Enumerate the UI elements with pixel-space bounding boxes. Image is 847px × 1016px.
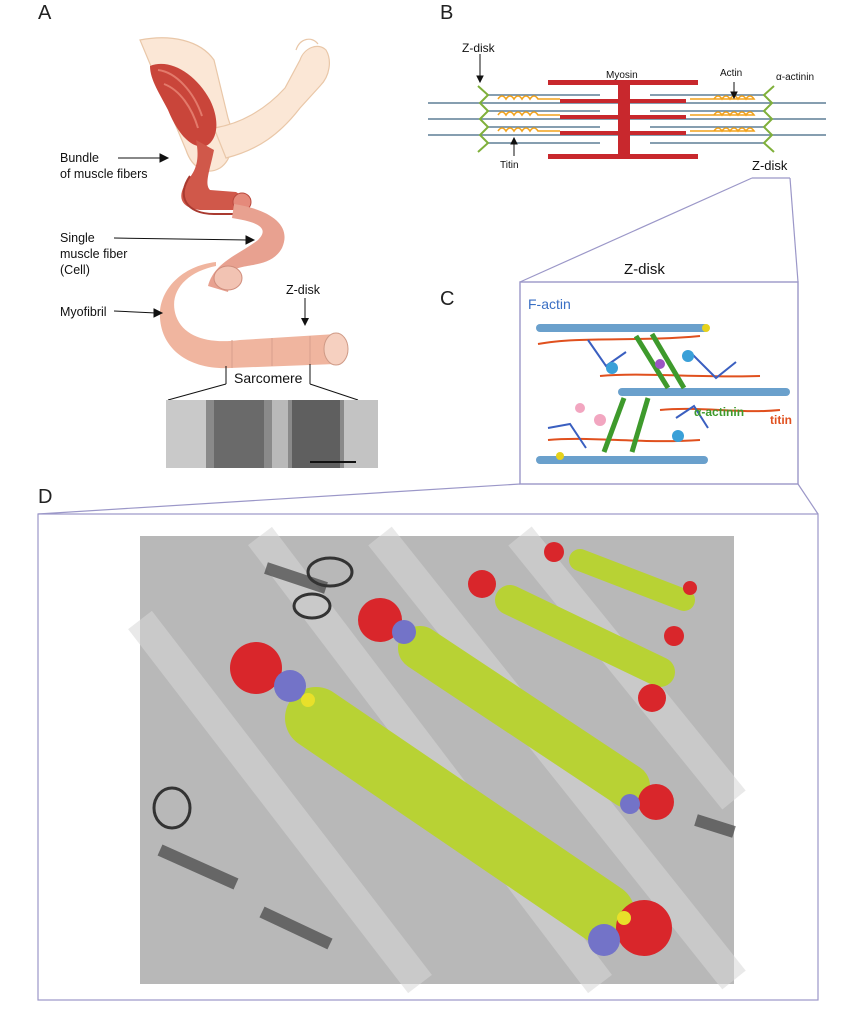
panel-a-illustration: [113, 37, 378, 468]
zoom-lines-c-to-d: [37, 483, 819, 1001]
label-alpha-actinin-c: α-actinin: [694, 405, 745, 419]
label-single-3: (Cell): [60, 263, 90, 277]
alpha-actinin-rods: [601, 332, 687, 453]
label-titin-b: Titin: [500, 160, 519, 171]
single-fiber: [208, 204, 285, 292]
myofibril: [159, 262, 349, 369]
panel-b-letter: B: [440, 2, 454, 24]
panel-c-zdisk-model: [519, 281, 799, 485]
label-bundle-2: of muscle fibers: [60, 167, 148, 181]
zoom-lines-b-to-c: [519, 177, 799, 283]
sarcomere-bracket: [167, 364, 359, 401]
model-caps: [230, 542, 697, 956]
label-myofibril: Myofibril: [60, 305, 107, 319]
panel-b-arrows: [476, 54, 738, 156]
model-alpha-actinin-rods: [285, 549, 695, 945]
label-sarcomere: Sarcomere: [234, 370, 303, 386]
label-single-2: muscle fiber: [60, 247, 128, 261]
panel-c-letter: C: [440, 288, 455, 310]
label-bundle-1: Bundle: [60, 151, 99, 165]
sarcomere-micrograph: [166, 400, 378, 468]
panel-a-letter: A: [38, 2, 52, 24]
panel-a-pointer-arrows: [113, 153, 256, 318]
label-alpha-actinin-b: α-actinin: [776, 72, 815, 83]
label-actin: Actin: [720, 68, 743, 79]
label-titin-c: titin: [770, 413, 792, 427]
panel-b-sarcomere-diagram: [428, 54, 826, 283]
label-zdisk-a: Z-disk: [286, 283, 321, 297]
label-zdisk-b-bottom: Z-disk: [752, 158, 788, 173]
label-factin: F-actin: [528, 296, 571, 312]
factin-filaments: [536, 324, 790, 464]
biceps-muscle: [150, 63, 217, 147]
label-single-1: Single: [60, 231, 95, 245]
zdisk-lines: [477, 85, 775, 153]
panel-c-title: Z-disk: [624, 261, 665, 278]
titin-springs: [497, 95, 756, 133]
linker-proteins: [547, 339, 737, 449]
myosin-filaments: [548, 80, 698, 159]
label-zdisk-b-top: Z-disk: [462, 41, 495, 55]
label-myosin: Myosin: [606, 70, 638, 81]
panel-d-letter: D: [38, 486, 53, 508]
accessory-proteins: [556, 324, 710, 460]
